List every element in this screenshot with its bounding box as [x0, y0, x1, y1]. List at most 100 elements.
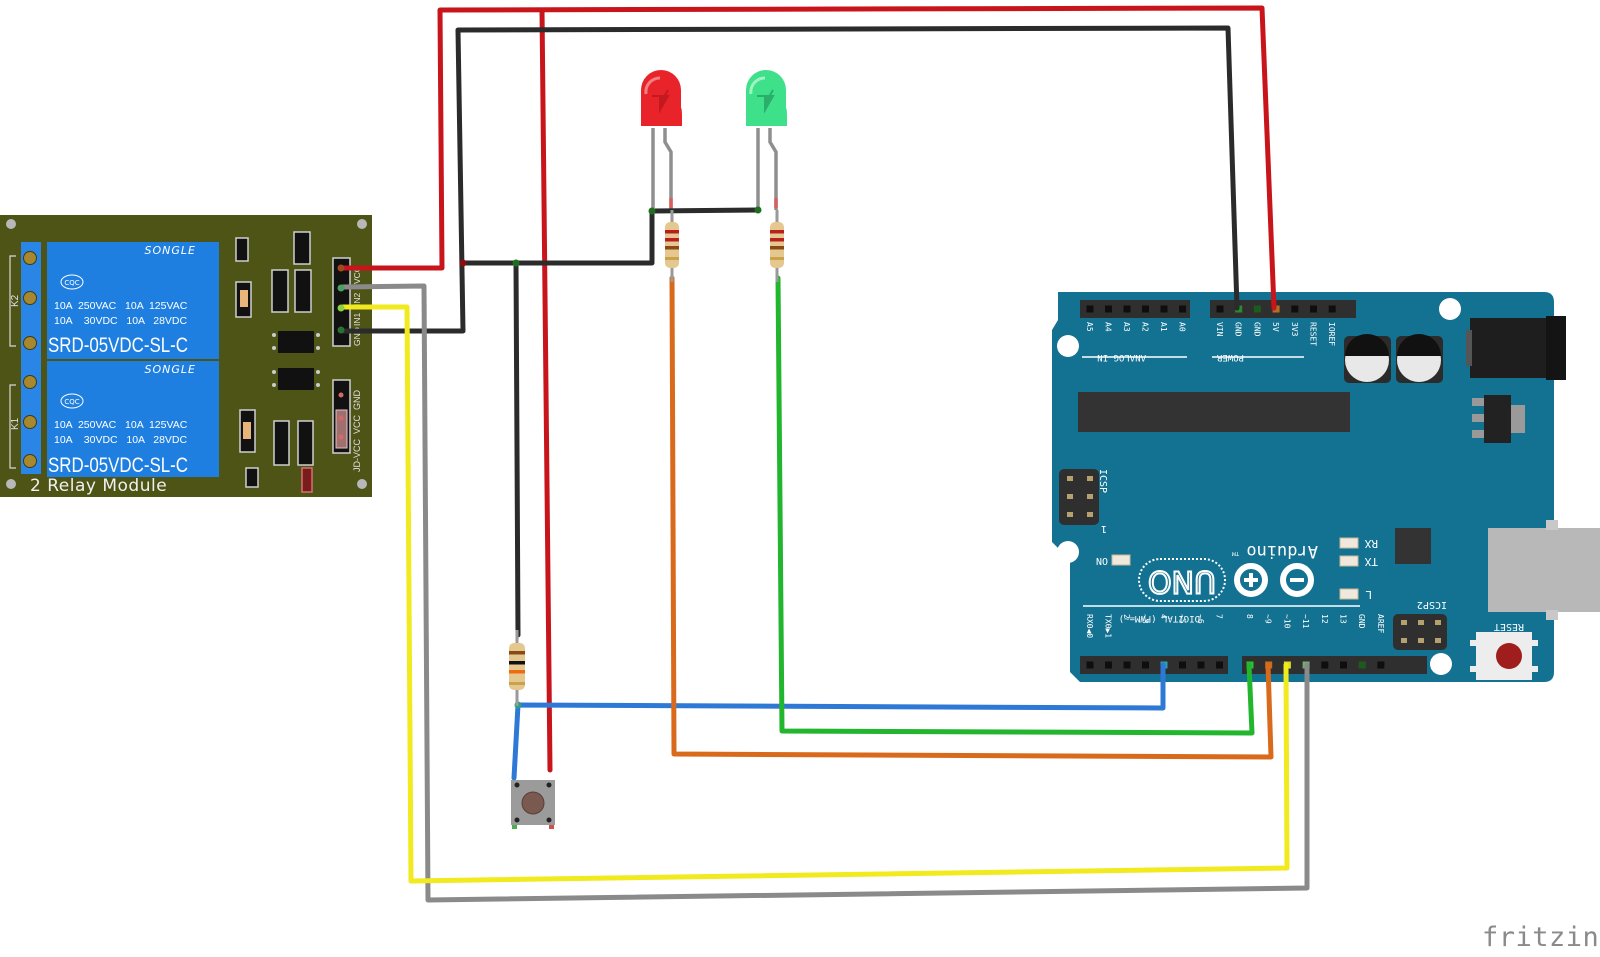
reset-button-cap — [1496, 643, 1522, 669]
pin-socket[interactable] — [1142, 305, 1149, 313]
icsp2-label: ICSP2 — [1417, 599, 1447, 610]
resistor-band — [770, 257, 784, 260]
led-green-resistor[interactable] — [770, 210, 784, 282]
capacitors — [1344, 334, 1443, 383]
jumper-pin — [338, 392, 344, 398]
pushbutton-pin — [514, 782, 520, 788]
reset-label: RESET — [1494, 621, 1524, 632]
led-die-icon — [757, 89, 775, 114]
jumper-pin — [338, 415, 344, 421]
pin-socket[interactable] — [1340, 661, 1347, 669]
pin-socket[interactable] — [1179, 661, 1186, 669]
led-anode-leg — [768, 128, 778, 210]
pin-label: ~11 — [1301, 614, 1310, 629]
pin-socket[interactable] — [1160, 305, 1168, 313]
wire-gnd-black-resistor[interactable] — [513, 260, 521, 638]
pin-label: 13 — [1339, 614, 1348, 624]
cert-mark: CQC — [64, 279, 79, 287]
resistor-band — [665, 246, 679, 250]
k2-label: K2 — [10, 294, 21, 307]
reset-button[interactable] — [1470, 632, 1538, 680]
wire-in1-yellow[interactable] — [340, 304, 1290, 884]
icsp-pin1-label: 1 — [1101, 523, 1107, 534]
pin-socket[interactable] — [1377, 661, 1385, 669]
resistor-body — [770, 222, 784, 268]
resistor-band — [770, 246, 784, 250]
pin-socket[interactable] — [1216, 661, 1223, 669]
screw-terminals — [23, 251, 37, 468]
pin-socket[interactable] — [1105, 305, 1112, 313]
pin-label: IOREF — [1327, 322, 1336, 346]
pin-socket[interactable] — [1253, 305, 1261, 313]
pin-label: TX0▶1 — [1104, 614, 1113, 638]
jumper-pin — [338, 434, 344, 440]
pin-socket[interactable] — [1216, 305, 1224, 313]
pin-socket[interactable] — [1328, 305, 1336, 313]
pin-socket[interactable] — [1197, 661, 1205, 669]
pin-label: ~3 — [1141, 614, 1150, 624]
pin-socket[interactable] — [1123, 305, 1131, 313]
icsp-header — [1059, 469, 1099, 525]
pin-label: RESET — [1309, 322, 1318, 346]
wire-red-led-orange[interactable] — [669, 275, 1274, 760]
cert-mark: CQC — [64, 398, 79, 406]
pin-socket[interactable] — [1179, 305, 1186, 313]
pushbutton[interactable] — [511, 780, 555, 829]
pin-label: ~10 — [1282, 614, 1291, 629]
green-led[interactable] — [746, 70, 787, 210]
input-pin-labels: VCC IN2 IN1 GND — [352, 266, 362, 346]
pin-label: GND — [1357, 614, 1366, 629]
led-anode-leg — [663, 128, 673, 210]
pin-label: A3 — [1122, 322, 1131, 332]
analog-pin-sockets — [1086, 305, 1186, 313]
fritzing-logo: fritzing — [1482, 922, 1600, 953]
resistor-band — [509, 670, 525, 674]
jumper-cap[interactable] — [335, 409, 348, 449]
pin-socket[interactable] — [1310, 305, 1317, 313]
pin-socket[interactable] — [1291, 305, 1299, 313]
pin-socket[interactable] — [1123, 661, 1131, 669]
pin-socket[interactable] — [1358, 661, 1366, 669]
wire-green-led[interactable] — [775, 275, 1255, 736]
wire-in2-gray[interactable] — [340, 283, 1310, 903]
wire-5v-red-button[interactable] — [539, 7, 553, 773]
arduino-wordmark: Arduino — [1246, 541, 1318, 561]
resistor-band — [509, 651, 525, 655]
tx-label: TX — [1364, 555, 1378, 568]
screw-terminal-block — [21, 242, 41, 474]
pin-label: VIN — [1215, 322, 1224, 337]
pin-socket[interactable] — [1321, 661, 1329, 669]
led-die-icon — [652, 89, 670, 114]
screw-icon — [23, 375, 37, 389]
pin-label: RX0◀0 — [1085, 614, 1094, 638]
pushbutton-leg — [549, 825, 554, 829]
pin-label: 3V3 — [1290, 322, 1299, 337]
wire-button-blue[interactable] — [511, 662, 1166, 781]
pin-label: GND — [1252, 322, 1261, 337]
led-red-resistor[interactable] — [665, 210, 679, 282]
rx-label: RX — [1364, 537, 1378, 550]
pin-label: 2 — [1122, 614, 1131, 619]
red-led[interactable] — [641, 70, 682, 210]
button-pulldown-resistor[interactable] — [509, 630, 525, 706]
jumper-label: JD-VCC VCC GND — [352, 389, 362, 472]
voltage-regulator — [1472, 395, 1525, 443]
pin-label: 5V — [1271, 322, 1280, 332]
pin-socket[interactable] — [1142, 661, 1149, 669]
wire-gnd-black[interactable] — [340, 25, 1240, 334]
resistor-body — [665, 222, 679, 268]
pin-socket[interactable] — [1086, 661, 1094, 669]
usb-port — [1488, 520, 1600, 620]
resistor-band — [665, 238, 679, 242]
pin-socket[interactable] — [1086, 305, 1094, 313]
wire-5v-red[interactable] — [340, 5, 1277, 311]
icsp2-header — [1393, 614, 1447, 650]
analog-header — [1080, 300, 1190, 318]
trademark: TM — [1232, 550, 1240, 556]
wire-gnd-black-led[interactable] — [460, 207, 761, 266]
pushbutton-pin — [546, 817, 552, 823]
pin-socket[interactable] — [1105, 661, 1112, 669]
pin-label-gnd: GND — [352, 327, 362, 346]
relay-module[interactable]: K2 K1 SONGLE CQC 10A 250VAC 10A 125VAC 1… — [0, 215, 372, 497]
